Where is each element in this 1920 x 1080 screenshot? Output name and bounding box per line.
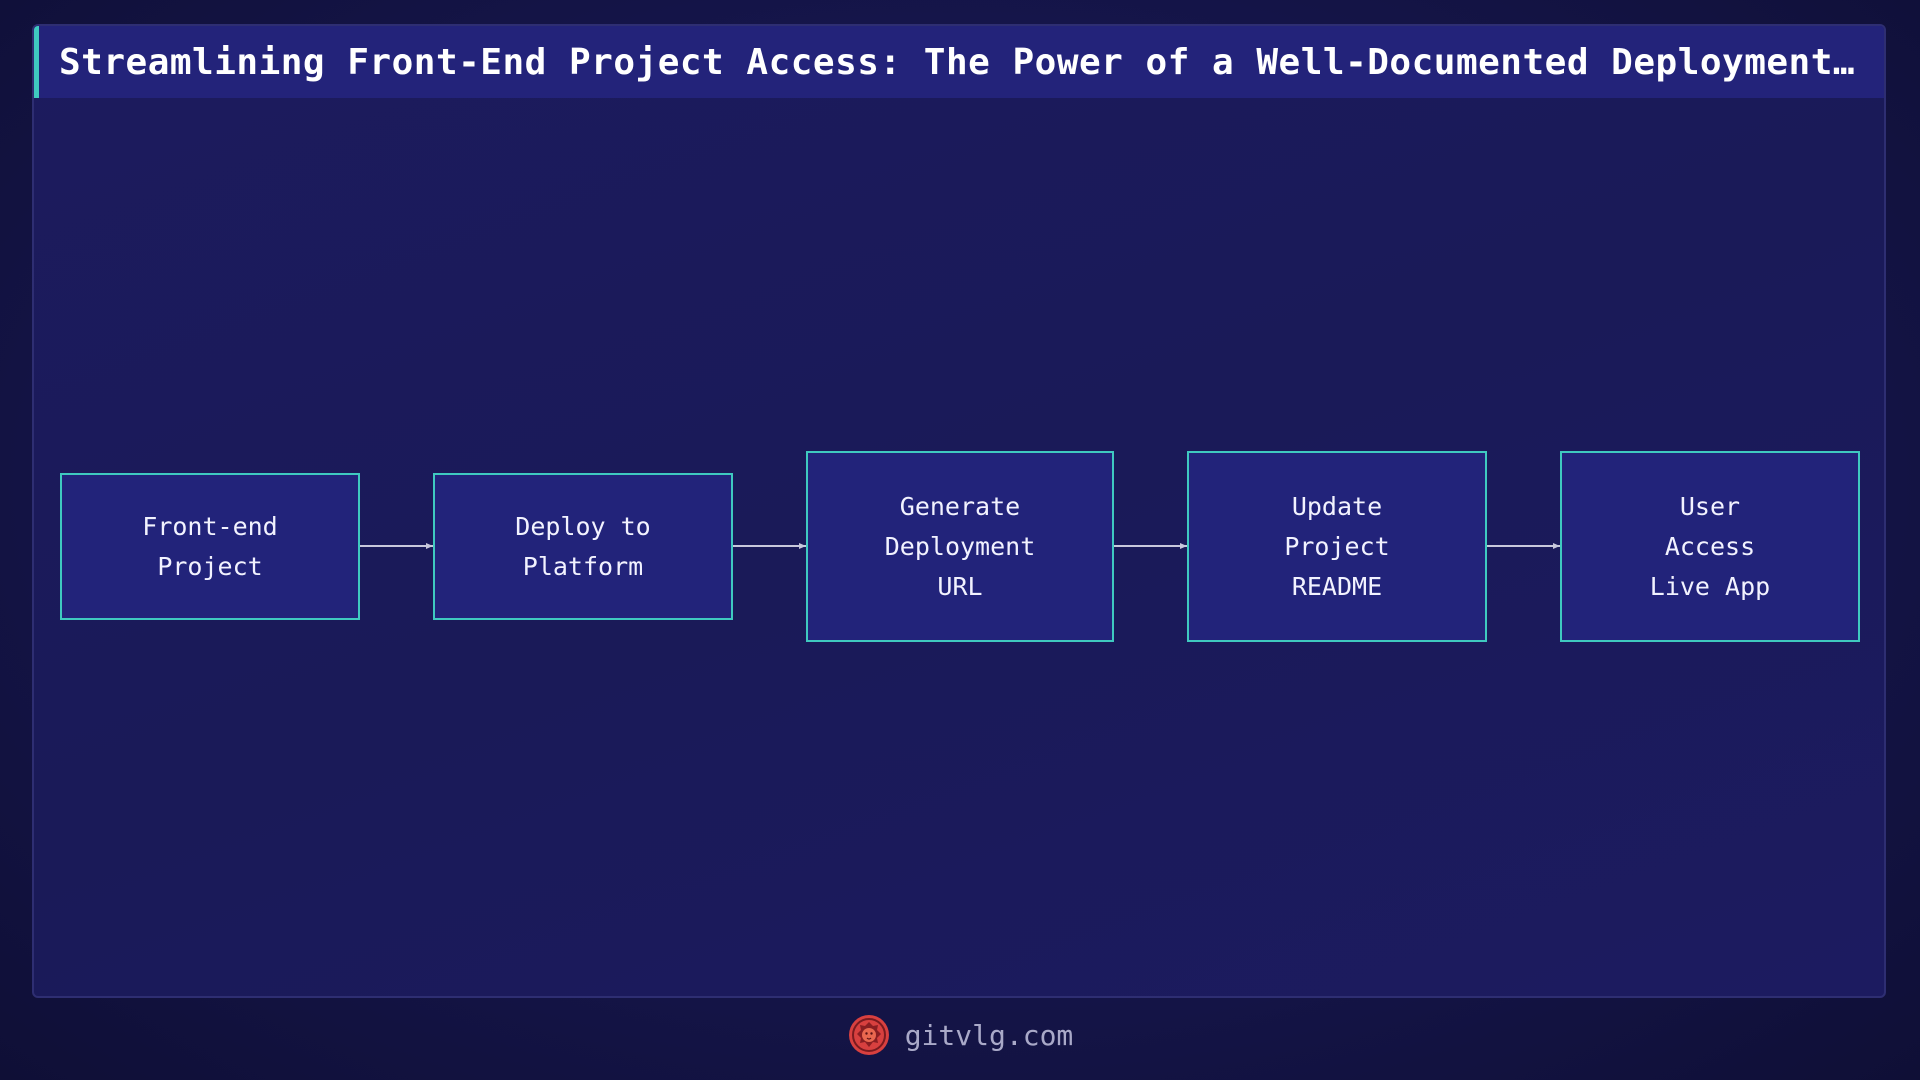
page-title: Streamlining Front-End Project Access: T… [59,41,1860,83]
node-label: Update Project README [1284,491,1390,601]
node-label: Generate Deployment URL [884,491,1036,601]
node-deploy-to-platform: Deploy to Platform [433,473,733,620]
node-label: User Access Live App [1649,491,1771,601]
node-label: Deploy to Platform [515,511,651,581]
node-generate-deployment-url: Generate Deployment URL [806,451,1114,642]
node-front-end-project: Front-end Project [60,473,360,620]
footer-site-link[interactable]: gitvlg.com [904,1018,1074,1052]
node-update-project-readme: Update Project README [1187,451,1487,642]
node-user-access-live-app: User Access Live App [1560,451,1860,642]
title-bar: Streamlining Front-End Project Access: T… [34,26,1884,98]
node-label: Front-end Project [142,511,278,581]
lion-logo-icon [848,1015,889,1055]
footer: gitvlg.com [0,1010,1920,1060]
